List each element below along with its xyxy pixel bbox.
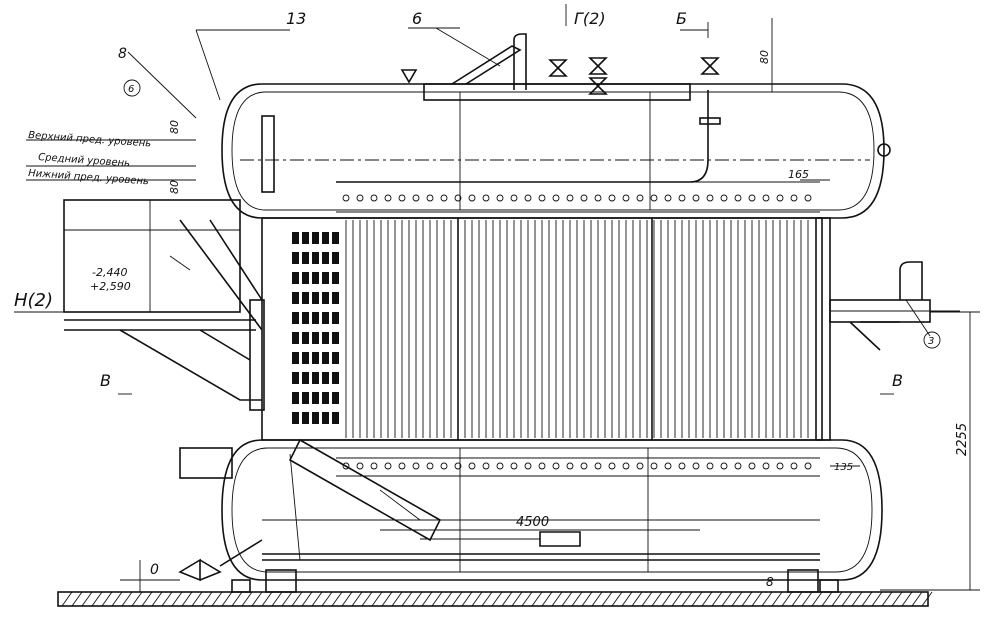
callout-6-circle: 6 [128, 84, 134, 95]
section-g-top: Г(2) [574, 9, 606, 28]
callout-13: 13 [286, 9, 306, 28]
upper-drum [221, 83, 891, 219]
callout-6: 6 [412, 9, 422, 28]
elevation-bottom: +2,590 [90, 280, 131, 293]
dim-2255: 2255 [955, 423, 970, 456]
callout-8: 8 [118, 46, 127, 62]
level-middle: Средний уровень [38, 152, 131, 169]
elevation-top: -2,440 [92, 266, 127, 279]
dim-80-top: 80 [758, 50, 771, 64]
dim-80-a: 80 [168, 120, 181, 134]
tube-bank [261, 217, 831, 441]
supports [231, 569, 839, 593]
top-fittings [336, 33, 721, 183]
dim-80-b: 80 [168, 180, 181, 194]
bottom-valve [178, 539, 263, 582]
dim-0: 0 [150, 562, 159, 578]
section-v-left: В [100, 371, 111, 390]
section-n-left: Н(2) [14, 290, 53, 311]
lower-drum [221, 438, 883, 581]
dimension-lines [14, 4, 980, 592]
dim-4500: 4500 [516, 515, 549, 530]
callout-8-bottom: 8 [766, 575, 774, 589]
left-platform [63, 199, 265, 479]
foundation [57, 591, 933, 607]
level-lower: Нижний пред. уровень [28, 168, 149, 187]
callout-3-circle: 3 [928, 336, 934, 347]
section-v-right: В [892, 371, 903, 390]
labels: 13 6 8 6 3 8 Б Г(2) Н(2) В В Верхний пре… [14, 9, 970, 589]
dim-165: 165 [788, 168, 809, 181]
right-nozzle [829, 261, 960, 351]
level-upper: Верхний пред. уровень [28, 130, 152, 150]
section-b-top: Б [676, 9, 687, 28]
dim-135: 135 [834, 462, 853, 473]
